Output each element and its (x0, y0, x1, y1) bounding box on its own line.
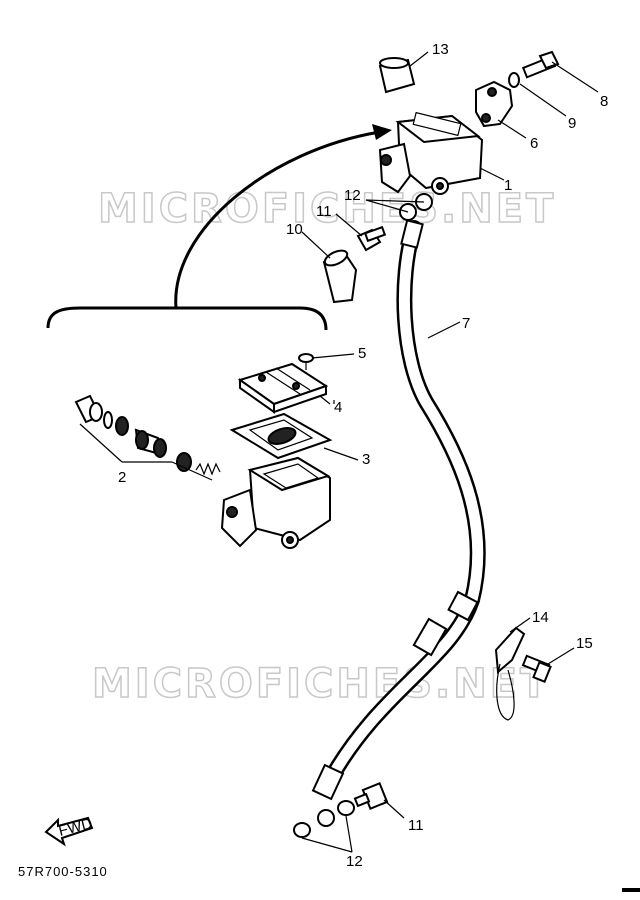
callout-13: 13 (432, 41, 449, 58)
callout-4: 4 (334, 399, 342, 416)
watermark-bottom: MICROFICHES.NET (92, 661, 550, 707)
callout-11-bottom: 11 (408, 817, 424, 834)
callout-12-bottom: 12 (346, 853, 363, 870)
part-12-washer-c (293, 822, 311, 838)
watermark-top: MICROFICHES.NET (98, 186, 556, 232)
part-7-brake-hose (311, 219, 486, 827)
part-2-piston-kit (74, 394, 221, 481)
callout-5: 5 (358, 345, 366, 362)
part-8-bolt (521, 50, 560, 79)
callout-7: 7 (462, 315, 470, 332)
part-12-washer-d (337, 800, 355, 816)
fwd-arrow: FWD (44, 815, 94, 847)
diagram-code: 57R700-5310 (18, 864, 108, 879)
pointer-arrowhead (372, 124, 392, 140)
callout-1: 1 (504, 177, 512, 194)
callout-14: 14 (532, 609, 549, 626)
part-14-hose-guide (494, 626, 526, 721)
bracket-curve (46, 306, 328, 331)
circlip (103, 411, 113, 429)
part-13-boot (378, 57, 416, 94)
callout-2: 2 (118, 469, 126, 486)
callout-3: 3 (362, 451, 370, 468)
part-5-screw (298, 353, 314, 370)
master-cylinder-body (220, 456, 331, 549)
callout-9: 9 (568, 115, 576, 132)
fwd-label: FWD (57, 815, 94, 840)
corner-mark (622, 888, 640, 892)
part-11-union-bolt-top (356, 225, 387, 252)
part-6-holder (475, 80, 514, 128)
callout-6: 6 (530, 135, 538, 152)
callout-11-top: 11 (316, 203, 332, 220)
part-11-union-bolt-bottom (353, 782, 389, 810)
pointer-arc (174, 130, 381, 309)
part-4-cap (237, 362, 329, 414)
part-10-cap (322, 249, 358, 304)
callout-10: 10 (286, 221, 303, 238)
callout-15: 15 (576, 635, 593, 652)
part-15-bolt (521, 654, 552, 683)
part-3-diaphragm (229, 412, 333, 460)
leader-lines (301, 51, 599, 853)
part-9-washer (508, 72, 520, 88)
callout-8: 8 (600, 93, 608, 110)
callout-12-top: 12 (344, 187, 361, 204)
part-1-master-cylinder (378, 111, 484, 195)
